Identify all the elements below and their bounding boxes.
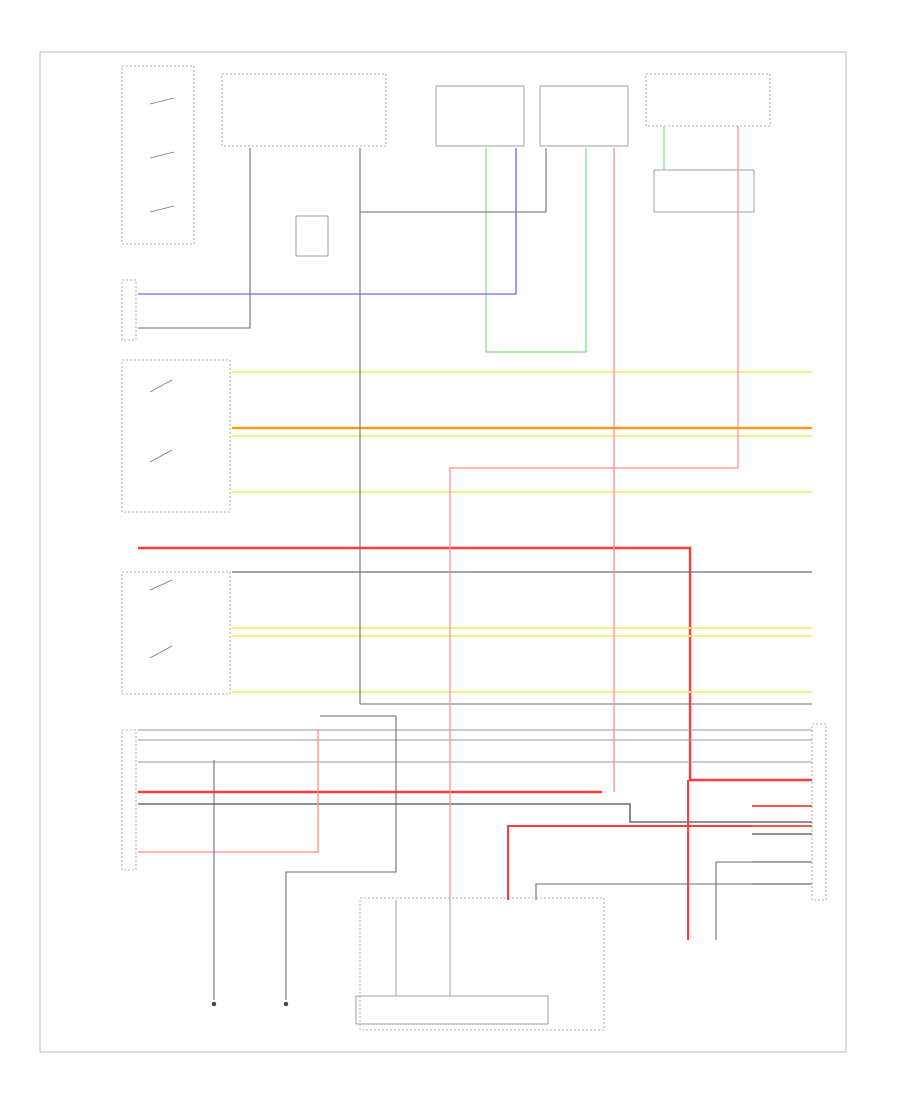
wire-green-loop: [485, 148, 587, 353]
wire-gray-v4: [535, 883, 752, 900]
wire-gray-ground-2: [285, 715, 397, 1000]
switch-contacts: [149, 97, 175, 659]
wire-gray-v1: [138, 148, 251, 329]
relay-box: [653, 169, 755, 213]
control-module-bottom: [359, 897, 605, 1031]
connector-lower-left: [121, 729, 137, 871]
wire-gray-v3: [360, 148, 547, 213]
fuse-block-top-right: [645, 73, 771, 127]
switch-group-lower: [121, 571, 231, 695]
switch-group-top: [121, 65, 195, 245]
module-b: [539, 85, 629, 147]
wire-red-main: [138, 546, 812, 782]
wire-pink-loop: [449, 126, 739, 900]
page-frame: [39, 51, 847, 1053]
ground-bar: [355, 995, 549, 1025]
wire-blue: [138, 148, 517, 295]
wire-gray-6: [138, 803, 812, 823]
module-a: [435, 85, 525, 147]
small-relay: [295, 215, 329, 257]
switch-group-middle: [121, 359, 231, 513]
connector-right: [811, 723, 827, 901]
wire-pink-1: [138, 730, 319, 853]
connector-upper-left: [121, 279, 137, 341]
ground-icon: [283, 1001, 289, 1007]
wire-red-feed: [507, 825, 752, 900]
ground-icon: [211, 1001, 217, 1007]
wire-gray-v5: [715, 861, 752, 940]
fuse-block-top-left: [221, 73, 387, 147]
